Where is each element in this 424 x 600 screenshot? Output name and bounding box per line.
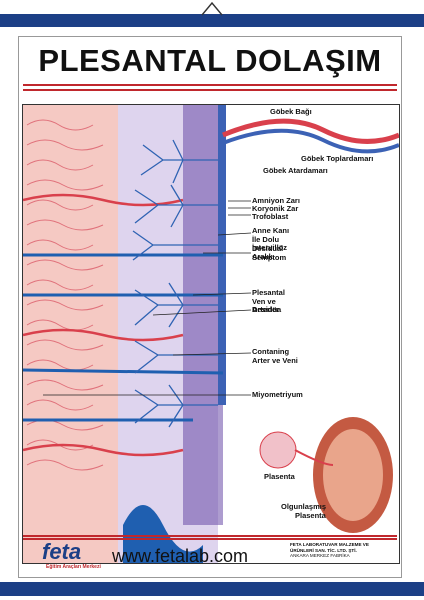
- fetus-body: [323, 429, 383, 521]
- maternal-arteries: [23, 193, 184, 457]
- label-trofoblast: Trofoblast: [252, 212, 289, 221]
- poster: PLESANTAL DOLAŞIM: [18, 36, 402, 578]
- label-gobek-toplardamari: Göbek Toplardamarı: [301, 154, 374, 163]
- footer: feta Eğitim Araçları Merkezi www.fetalab…: [22, 537, 398, 575]
- leader-lines: [43, 200, 252, 396]
- top-hanger-bar: [0, 14, 424, 27]
- chorionic-plate: [183, 105, 223, 525]
- label-gobek-atardamari: Göbek Atardamarı: [263, 166, 328, 175]
- website-url[interactable]: www.fetalab.com: [112, 546, 249, 566]
- villous-trees: [132, 139, 218, 428]
- diagram-panel: Göbek Bağı Göbek Toplardamarı Göbek Atar…: [22, 104, 400, 564]
- footer-rule-bottom: [23, 538, 397, 540]
- label-miyometriyum: Miyometriyum: [252, 390, 303, 399]
- umbilical-artery: [222, 118, 399, 144]
- maternal-veins: [23, 253, 224, 422]
- footer-rule-top: [23, 535, 397, 537]
- lower-vessels: [123, 505, 203, 563]
- label-koryonik-zar: Koryonik Zar: [252, 204, 299, 213]
- label-amniyon-zari: Amniyon Zarı: [252, 196, 300, 205]
- muscle-fibers: [26, 119, 104, 471]
- hanger-hook-icon: [201, 1, 223, 16]
- label-gobek-bagi: Göbek Bağı: [270, 107, 312, 116]
- fetus-cord: [294, 449, 334, 466]
- label-plasenta: Plasenta: [264, 472, 295, 481]
- title-rule-top: [23, 84, 397, 86]
- placenta-illustration: [23, 105, 399, 563]
- company-info: FETA LABORATUVAR MALZEME VE ÜRÜNLERİ SAN…: [290, 542, 369, 559]
- feta-logo: feta: [42, 539, 82, 564]
- poster-title: PLESANTAL DOLAŞIM: [38, 43, 382, 78]
- umbilical-vein: [222, 128, 399, 154]
- title-rule-bottom: [23, 89, 397, 91]
- label-desidua: Desidüa: [252, 305, 282, 314]
- bottom-hanger-bar: [0, 582, 424, 596]
- placenta-sketch: [259, 431, 297, 469]
- feta-tagline: Eğitim Araçları Merkezi: [46, 564, 101, 570]
